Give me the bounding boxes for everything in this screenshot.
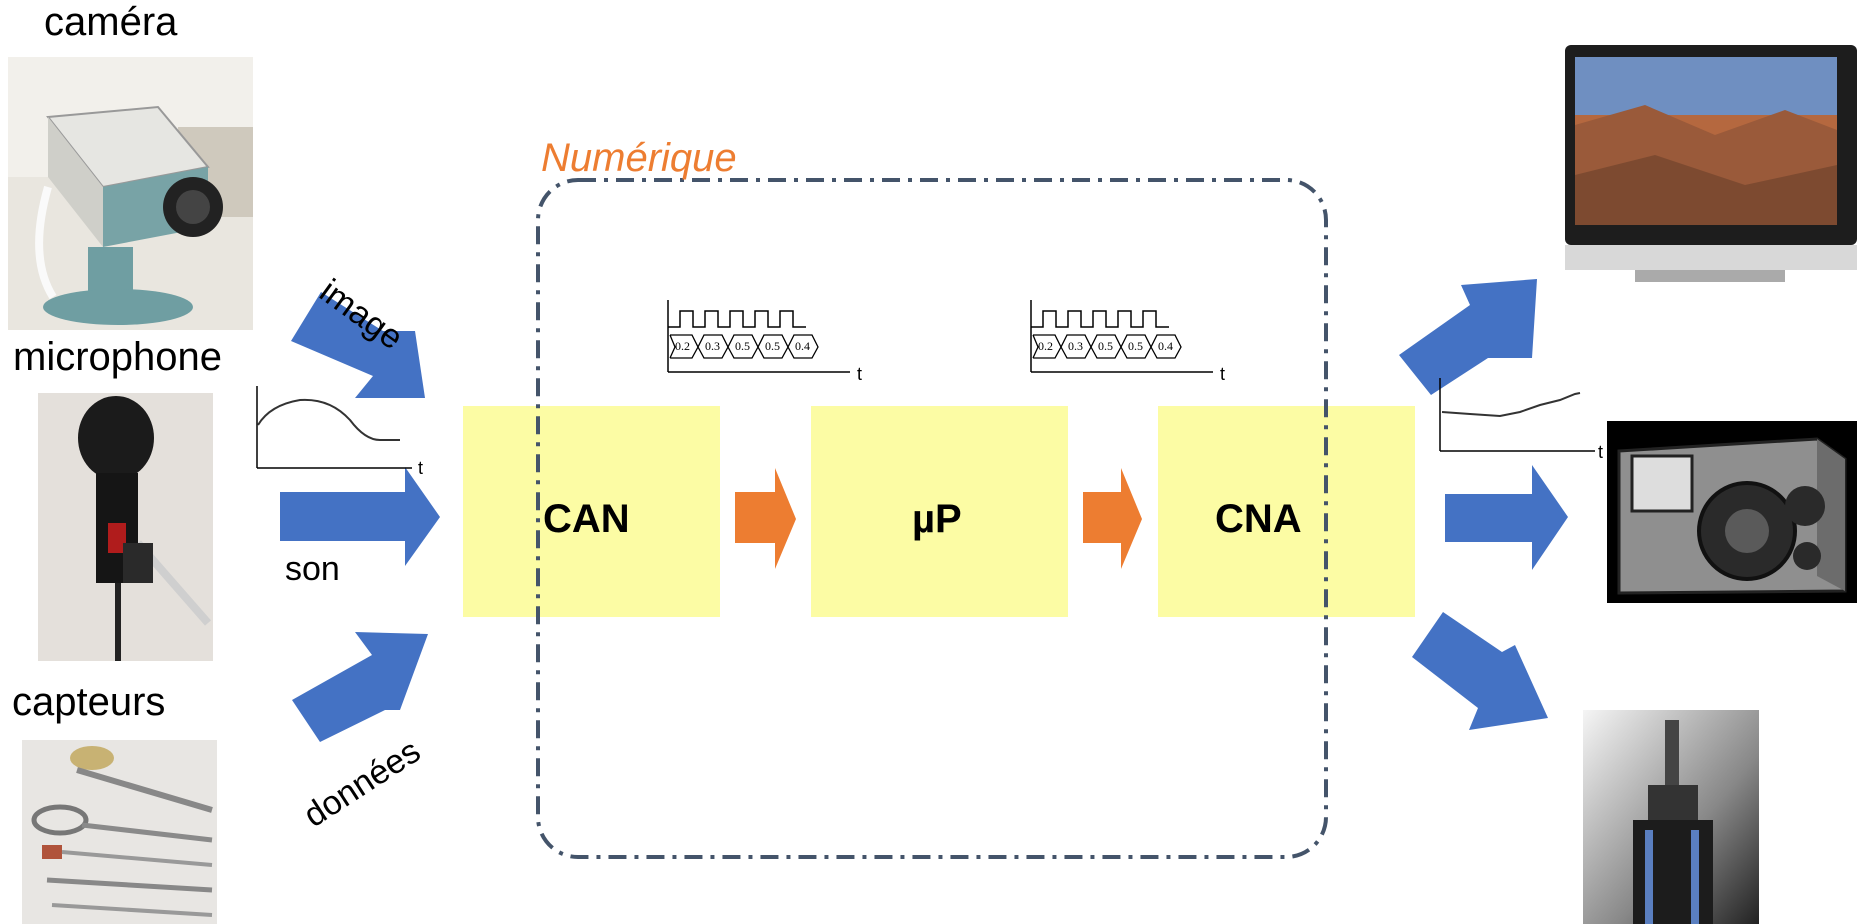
sample-value: 0.3 — [1068, 339, 1083, 353]
sample-value: 0.5 — [1098, 339, 1113, 353]
output-arrow-speaker — [1445, 465, 1568, 570]
sound-arrow — [280, 467, 440, 566]
sample-value: 0.2 — [675, 339, 690, 353]
sample-value: 0.5 — [765, 339, 780, 353]
camera-label: caméra — [44, 0, 178, 44]
camera-photo — [8, 57, 253, 330]
cpu-label: µP — [912, 497, 962, 541]
sample-value: 0.5 — [1128, 339, 1143, 353]
data-arrow — [292, 632, 428, 742]
sample-value: 0.3 — [705, 339, 720, 353]
can-to-cpu-arrow — [735, 468, 796, 569]
analog-output-signal — [1439, 378, 1595, 452]
sample-value: 0.5 — [735, 339, 750, 353]
analog-input-signal — [256, 386, 412, 469]
microphone-label: microphone — [13, 335, 223, 379]
digital-signal-1-t-label: t — [857, 364, 863, 384]
speaker-photo — [1607, 421, 1857, 603]
output-arrow-actuator — [1412, 612, 1548, 730]
tv-photo — [1565, 45, 1857, 290]
digital-signal-2-t-label: t — [1220, 364, 1226, 384]
sample-value: 0.4 — [1158, 339, 1173, 353]
microphone-photo — [38, 393, 213, 661]
digital-signal-2 — [1030, 300, 1213, 373]
dac-label: CNA — [1215, 497, 1302, 541]
sample-value: 0.2 — [1038, 339, 1053, 353]
sound-label: son — [285, 550, 340, 588]
cpu-to-cna-arrow — [1083, 468, 1142, 569]
actuator-photo — [1583, 710, 1759, 924]
digital-zone-title: Numérique — [541, 136, 737, 180]
adc-label: CAN — [543, 497, 630, 541]
sensors-photo — [22, 740, 217, 924]
sample-value: 0.4 — [795, 339, 810, 353]
output-arrow-tv — [1399, 279, 1537, 395]
image-arrow — [291, 292, 425, 398]
analog-output-t-label: t — [1598, 442, 1604, 462]
digital-signal-1 — [667, 300, 850, 373]
analog-input-t-label: t — [418, 458, 424, 478]
sensors-label: capteurs — [12, 680, 166, 724]
